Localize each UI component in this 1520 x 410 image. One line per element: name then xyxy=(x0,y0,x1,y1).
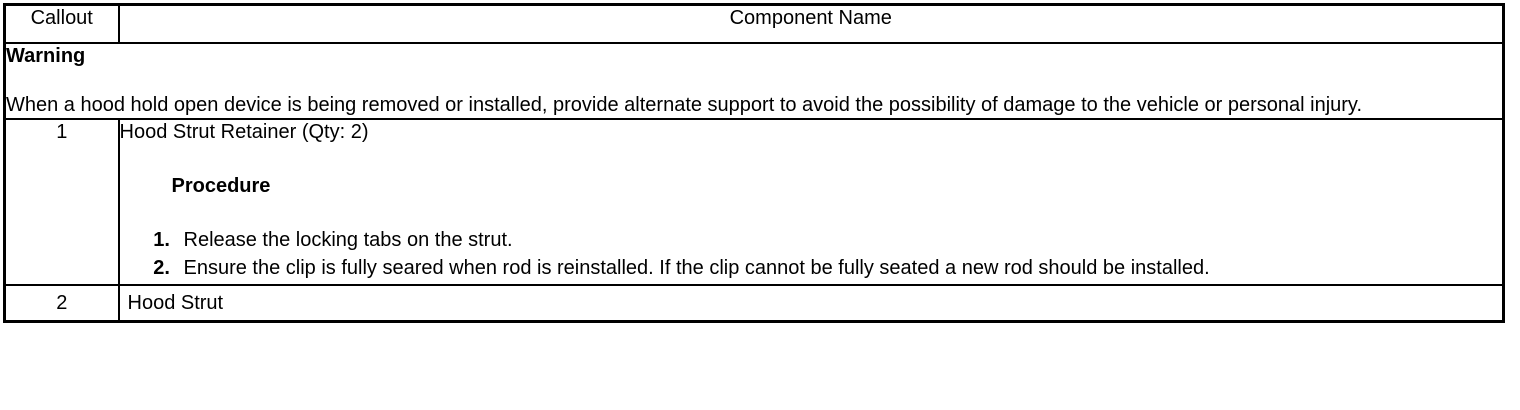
table-body: Warning When a hood hold open device is … xyxy=(3,41,1505,323)
procedure-step-list: Release the locking tabs on the strut. E… xyxy=(120,227,1503,282)
component-name-2: Hood Strut xyxy=(127,291,224,314)
table-header: Callout Component Name xyxy=(3,3,1505,44)
table-row: 1 Hood Strut Retainer (Qty: 2) Procedure… xyxy=(3,118,1505,286)
callout-number-1: 1 xyxy=(3,118,120,286)
component-name-1: Hood Strut Retainer (Qty: 2) xyxy=(119,121,369,144)
column-header-component-name: Component Name xyxy=(117,3,1505,44)
callout-number-2: 2 xyxy=(3,283,120,323)
warning-row: Warning When a hood hold open device is … xyxy=(3,41,1505,121)
list-item: Release the locking tabs on the strut. xyxy=(176,227,1503,253)
warning-cell: Warning When a hood hold open device is … xyxy=(3,41,1505,121)
component-detail-cell-1: Hood Strut Retainer (Qty: 2) Procedure R… xyxy=(117,118,1505,286)
procedure-heading: Procedure xyxy=(171,175,271,198)
table-header-row: Callout Component Name xyxy=(3,3,1505,44)
warning-body-text: When a hood hold open device is being re… xyxy=(6,94,1362,116)
column-header-callout: Callout xyxy=(3,3,120,44)
warning-title: Warning xyxy=(6,45,86,67)
component-parts-table: Callout Component Name Warning When a ho… xyxy=(3,3,1505,323)
list-item: Ensure the clip is fully seared when rod… xyxy=(176,255,1503,281)
component-detail-cell-2: Hood Strut xyxy=(117,283,1505,323)
table-row: 2 Hood Strut xyxy=(3,283,1505,323)
